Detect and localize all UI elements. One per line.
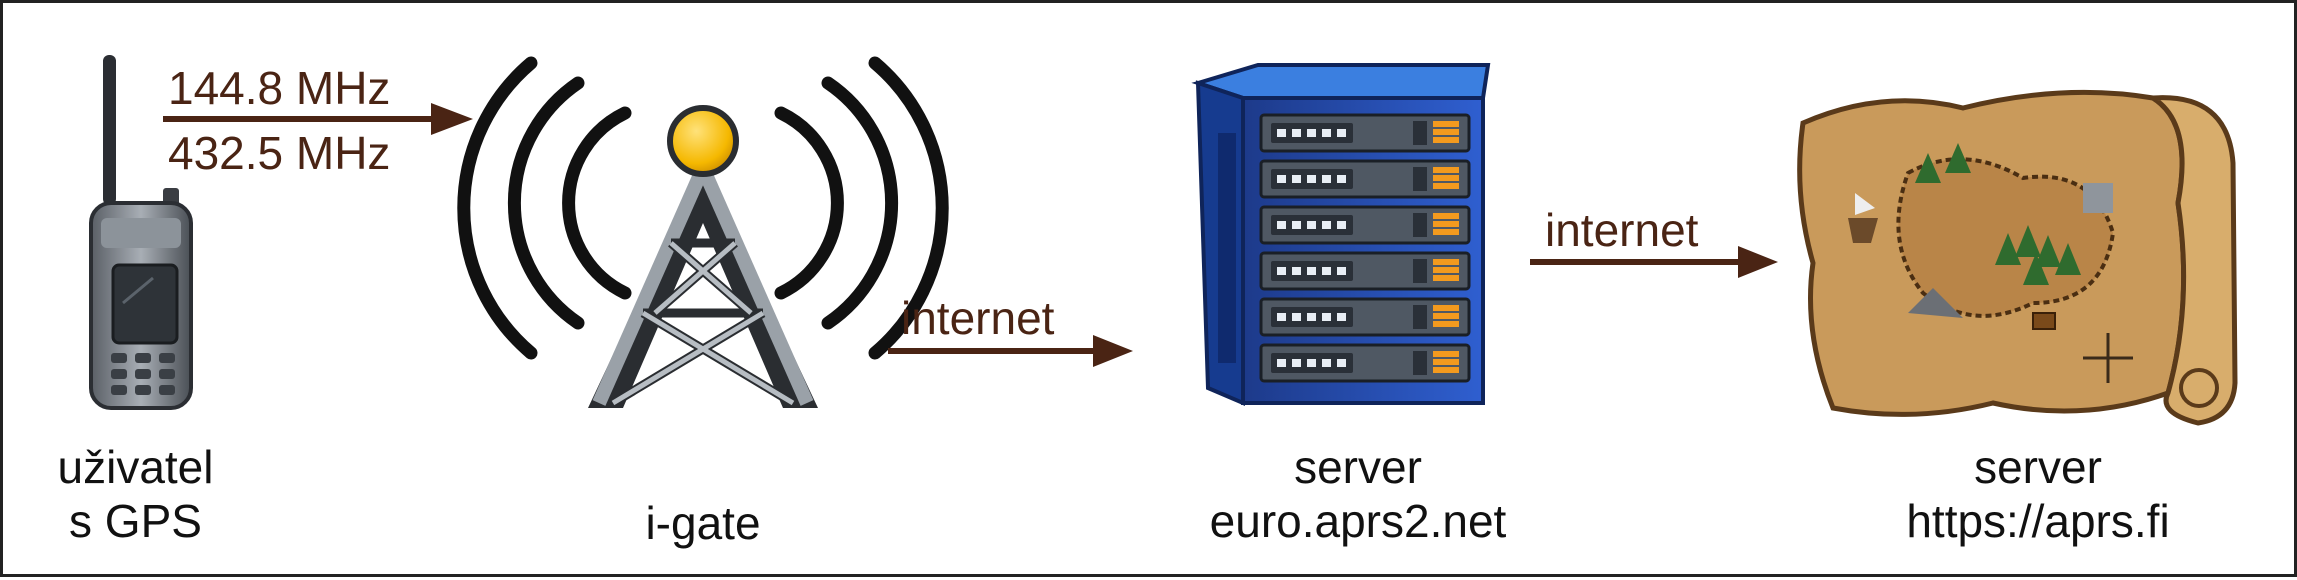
node-label-server-aprs2: server euro.aprs2.net [1143,440,1573,548]
frequency-label-uhf: 432.5 MHz [168,127,391,179]
handheld-radio-icon [89,55,193,410]
arrow-server-to-aprsfi [1530,246,1778,278]
frequency-label-vhf: 144.8 MHz [168,62,391,114]
node-label-user: uživatel s GPS [23,440,248,548]
node-label-server-aprs2-line1: server [1294,441,1422,493]
arrow-igate-to-server [888,335,1133,367]
node-label-server-aprsfi-line1: server [1974,441,2102,493]
link-label-internet-1: internet [901,292,1055,344]
server-rack-icon [1191,63,1491,407]
node-label-igate: i-gate [645,497,761,549]
node-label-user-line1: uživatel [57,441,214,493]
antenna-tower-icon [457,56,949,408]
node-label-user-line2: s GPS [69,495,202,547]
diagram-canvas [89,55,2238,426]
map-icon [1797,89,2238,426]
link-label-internet-2: internet [1545,204,1699,256]
node-label-server-aprsfi-line2: https://aprs.fi [1906,495,2170,547]
node-label-server-aprsfi: server https://aprs.fi [1823,440,2253,548]
node-label-server-aprs2-line2: euro.aprs2.net [1209,495,1507,547]
arrow-radio-to-igate [163,103,473,135]
